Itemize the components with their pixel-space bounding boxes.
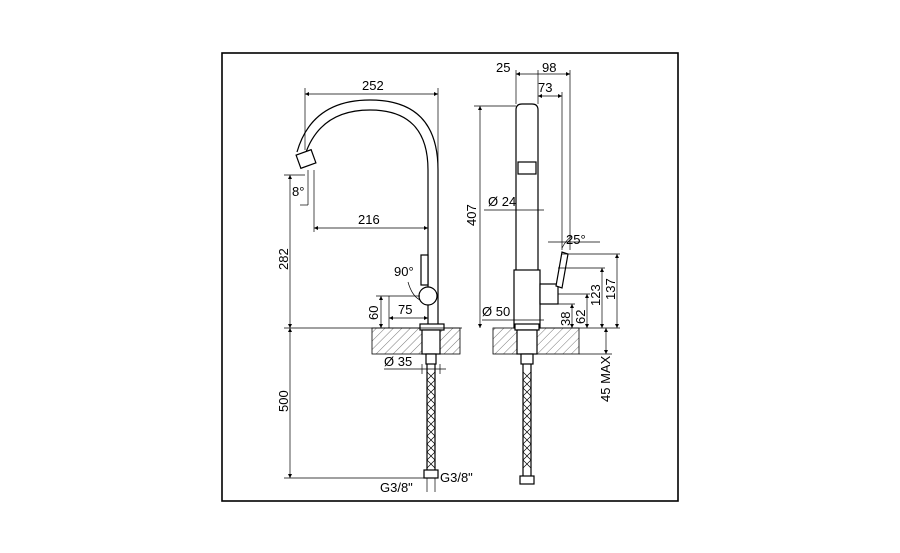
side-aerator-ring xyxy=(517,161,537,175)
side-dim-top-right: 98 xyxy=(542,60,556,75)
drawing-frame xyxy=(221,52,679,502)
front-base xyxy=(419,323,445,331)
side-lever-handle xyxy=(555,251,569,289)
front-lever-knob xyxy=(418,286,438,306)
side-dim-38: 38 xyxy=(558,312,573,326)
front-hoses xyxy=(423,364,439,479)
front-dim-aerator-offset: 216 xyxy=(358,212,380,227)
side-shank xyxy=(516,329,538,355)
front-dim-spout-reach: 252 xyxy=(362,78,384,93)
side-body xyxy=(513,269,541,329)
side-dim-base-diameter: Ø 50 xyxy=(482,304,510,319)
front-dim-height: 282 xyxy=(276,248,291,270)
side-spout xyxy=(515,103,539,270)
front-dim-lever-height: 60 xyxy=(366,306,381,320)
front-lever-handle xyxy=(420,254,429,286)
side-lever-knob xyxy=(539,283,559,305)
front-connection-right: G3/8" xyxy=(440,470,473,485)
side-dim-lever-reach: 73 xyxy=(538,80,552,95)
front-deck xyxy=(371,327,461,355)
side-dim-deck-thickness: 45 MAX xyxy=(598,355,613,402)
front-dim-aerator-angle: 8° xyxy=(292,184,304,199)
side-view: 25 98 73 407 Ø 24 25° 38 62 123 137 Ø 50 xyxy=(464,60,620,485)
side-base xyxy=(514,323,540,331)
front-spout xyxy=(304,109,429,328)
front-dim-shank-diameter: Ø 35 xyxy=(384,354,412,369)
side-dim-spout-diameter: Ø 24 xyxy=(488,194,516,209)
front-connection-left: G3/8" xyxy=(380,480,413,495)
side-dim-top-left: 25 xyxy=(496,60,510,75)
side-nut xyxy=(520,353,534,365)
side-dim-62: 62 xyxy=(573,310,588,324)
side-dim-lever-angle: 25° xyxy=(566,232,586,247)
front-aerator xyxy=(295,148,317,170)
front-dim-handle-angle: 90° xyxy=(394,264,414,279)
front-dim-hose-length: 500 xyxy=(276,390,291,412)
front-dim-handle-offset: 75 xyxy=(398,302,412,317)
front-view: 252 216 8° 282 90° 75 60 Ø 35 xyxy=(276,78,473,495)
front-nut xyxy=(425,353,437,365)
front-shank xyxy=(421,329,441,355)
side-hose xyxy=(519,364,535,485)
side-dim-total-height: 407 xyxy=(464,204,479,226)
side-dim-137: 137 xyxy=(603,278,618,300)
side-dim-123: 123 xyxy=(588,284,603,306)
